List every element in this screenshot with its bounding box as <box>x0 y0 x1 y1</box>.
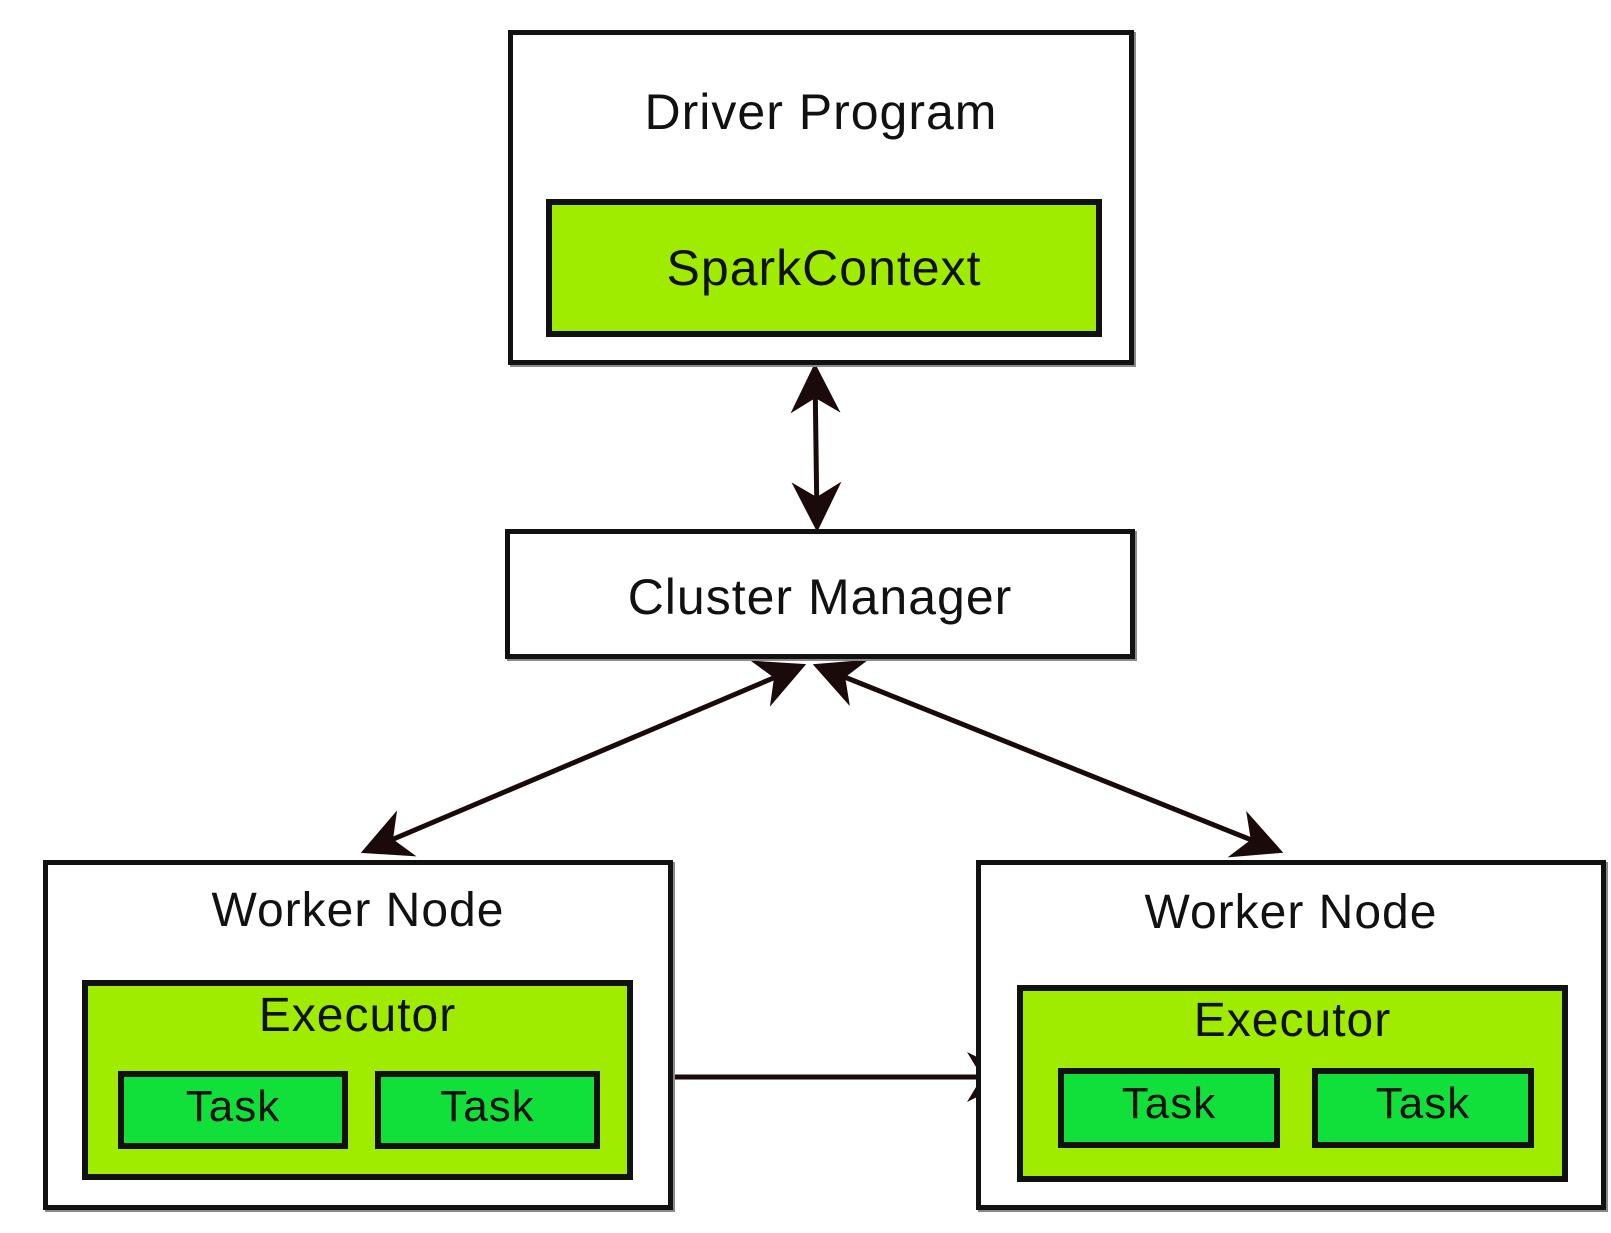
arrow-cluster-worker-left <box>360 660 807 857</box>
executor-box: Executor Task Task <box>1017 985 1568 1182</box>
task-box: Task <box>375 1071 600 1149</box>
sparkcontext-label: SparkContext <box>666 240 982 296</box>
driver-program-box: Driver Program SparkContext <box>508 30 1134 365</box>
worker-node-box: Worker Node Executor Task Task <box>976 860 1606 1210</box>
task-box: Task <box>1058 1068 1280 1148</box>
arrow-driver-cluster <box>790 363 842 532</box>
worker-node-box: Worker Node Executor Task Task <box>43 860 673 1210</box>
executor-box: Executor Task Task <box>82 980 633 1180</box>
arrow-cluster-worker-right <box>812 659 1284 858</box>
executor-label: Executor <box>258 989 457 1042</box>
executor-label: Executor <box>1193 994 1392 1047</box>
driver-program-title: Driver Program <box>644 84 998 140</box>
task-box: Task <box>1312 1068 1534 1148</box>
sparkcontext-box: SparkContext <box>546 199 1102 337</box>
cluster-manager-title: Cluster Manager <box>627 569 1013 625</box>
worker-node-title: Worker Node <box>211 884 505 937</box>
worker-node-title: Worker Node <box>1144 886 1438 939</box>
task-box: Task <box>118 1071 348 1149</box>
cluster-manager-box: Cluster Manager <box>505 529 1135 659</box>
